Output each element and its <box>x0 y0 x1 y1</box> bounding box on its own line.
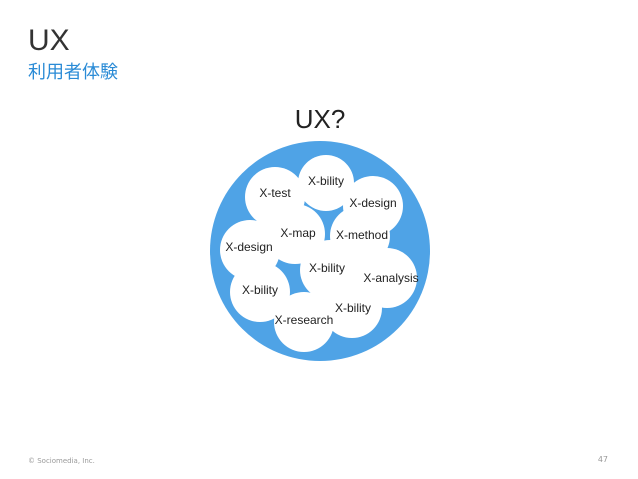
label-research: X-research <box>275 313 334 327</box>
diagram-heading: UX? <box>295 104 346 134</box>
label-bility-left: X-bility <box>242 283 278 297</box>
slide-subtitle: 利用者体験 <box>28 62 118 83</box>
bubble-bility-bottom <box>322 278 382 338</box>
label-design-right: X-design <box>349 196 396 210</box>
label-bility-center: X-bility <box>309 261 345 275</box>
bubble-bility-left <box>230 262 290 322</box>
copyright-notice: © Sociomedia, Inc. <box>28 457 95 465</box>
label-method: X-method <box>336 228 388 242</box>
label-bility-bottom: X-bility <box>335 301 371 315</box>
label-analysis: X-analysis <box>363 271 418 285</box>
label-test: X-test <box>259 186 291 200</box>
slide-title: UX <box>28 24 70 57</box>
label-bility-top: X-bility <box>308 174 344 188</box>
label-map: X-map <box>280 226 316 240</box>
bubbles-group <box>220 155 417 352</box>
label-design-left: X-design <box>225 240 272 254</box>
bubble-labels: X-test X-bility X-design X-design X-map … <box>225 174 418 327</box>
bubble-research <box>274 292 334 352</box>
bubble-bility-top <box>298 155 354 211</box>
page-number: 47 <box>597 455 608 464</box>
